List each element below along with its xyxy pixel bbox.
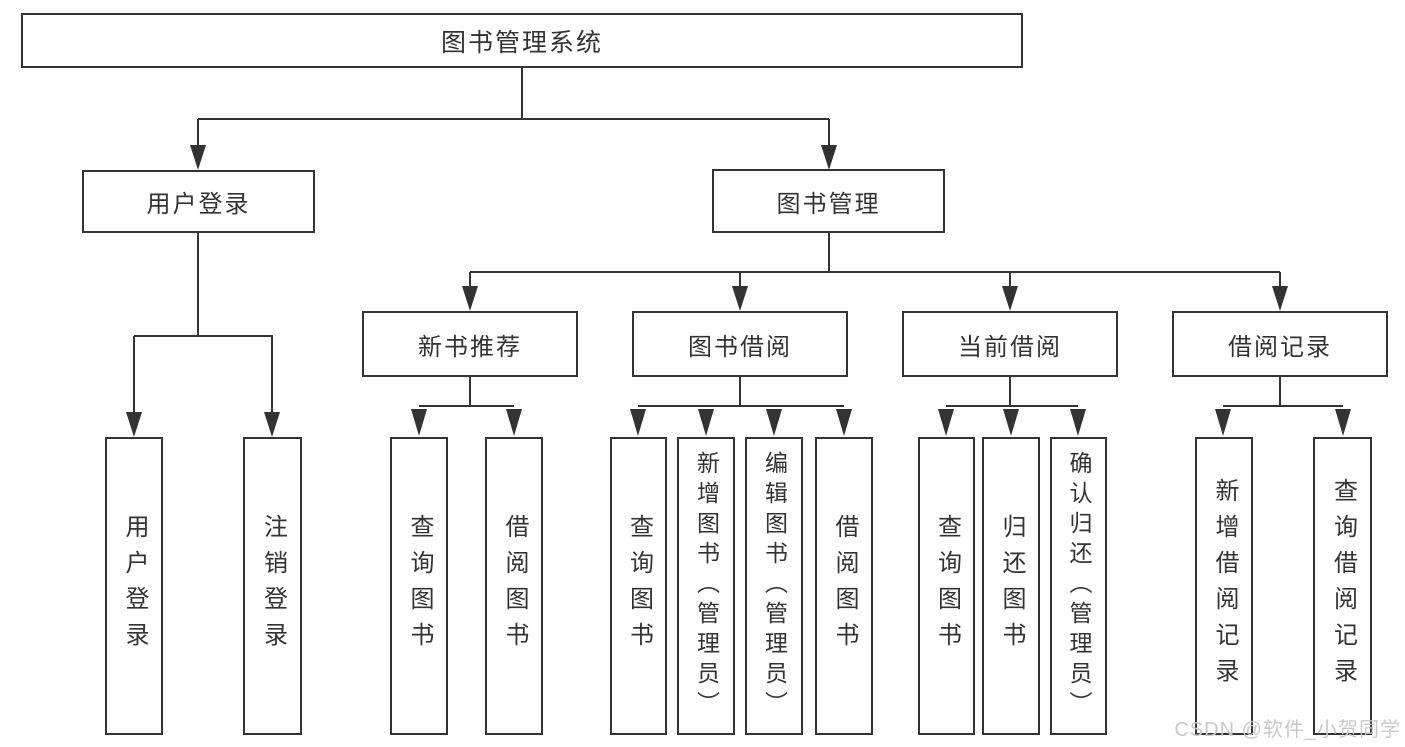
node-label: 借阅记录 bbox=[1228, 333, 1332, 361]
node-label: 图书管理 bbox=[776, 190, 881, 218]
leaf-borrow-books-borrowing: 借阅图书 bbox=[815, 437, 873, 735]
node-label: 归还图书 bbox=[998, 514, 1025, 658]
node-label: 借阅图书 bbox=[501, 514, 528, 658]
node-label: 确认归还（管理员） bbox=[1066, 451, 1092, 721]
node-label: 用户登录 bbox=[121, 514, 148, 658]
leaf-query-borrow-record: 查询借阅记录 bbox=[1313, 437, 1372, 735]
node-label: 借阅图书 bbox=[831, 514, 858, 658]
leaf-add-books-admin: 新增图书（管理员） bbox=[677, 437, 735, 735]
leaf-add-borrow-record: 新增借阅记录 bbox=[1195, 437, 1253, 735]
leaf-confirm-return-admin: 确认归还（管理员） bbox=[1050, 437, 1107, 735]
leaf-return-books: 归还图书 bbox=[982, 437, 1040, 735]
leaf-query-books-recommend: 查询图书 bbox=[390, 437, 448, 735]
node-label: 注销登录 bbox=[259, 514, 287, 658]
node-label: 查询图书 bbox=[625, 514, 653, 658]
node-label: 查询图书 bbox=[933, 514, 961, 658]
watermark-text: CSDN @软件_小贺同学 bbox=[1174, 719, 1401, 741]
node-user-login: 用户登录 bbox=[82, 170, 315, 233]
node-new-book-recommendation: 新书推荐 bbox=[362, 311, 578, 377]
node-label: 查询图书 bbox=[406, 514, 433, 658]
node-label: 图书管理系统 bbox=[440, 28, 603, 57]
leaf-query-books-borrowing: 查询图书 bbox=[610, 437, 667, 735]
node-label: 新书推荐 bbox=[418, 333, 522, 361]
node-label: 编辑图书（管理员） bbox=[761, 451, 788, 721]
node-label: 图书借阅 bbox=[688, 333, 792, 361]
leaf-query-books-current: 查询图书 bbox=[918, 437, 975, 735]
node-label: 用户登录 bbox=[146, 191, 251, 218]
arrowheads bbox=[126, 145, 1351, 437]
node-label: 查询借阅记录 bbox=[1329, 478, 1357, 694]
leaf-user-login: 用户登录 bbox=[105, 437, 163, 735]
node-library-management-system: 图书管理系统 bbox=[21, 13, 1023, 68]
leaf-edit-books-admin: 编辑图书（管理员） bbox=[745, 437, 803, 735]
leaf-borrow-books-recommend: 借阅图书 bbox=[485, 437, 543, 735]
node-label: 新增图书（管理员） bbox=[693, 451, 720, 721]
node-current-borrowing: 当前借阅 bbox=[902, 311, 1118, 377]
node-book-management: 图书管理 bbox=[712, 169, 945, 233]
node-borrowing-records: 借阅记录 bbox=[1172, 311, 1388, 377]
node-label: 新增借阅记录 bbox=[1211, 478, 1238, 694]
leaf-logout: 注销登录 bbox=[243, 437, 302, 735]
node-book-borrowing: 图书借阅 bbox=[632, 311, 848, 377]
node-label: 当前借阅 bbox=[958, 333, 1062, 361]
